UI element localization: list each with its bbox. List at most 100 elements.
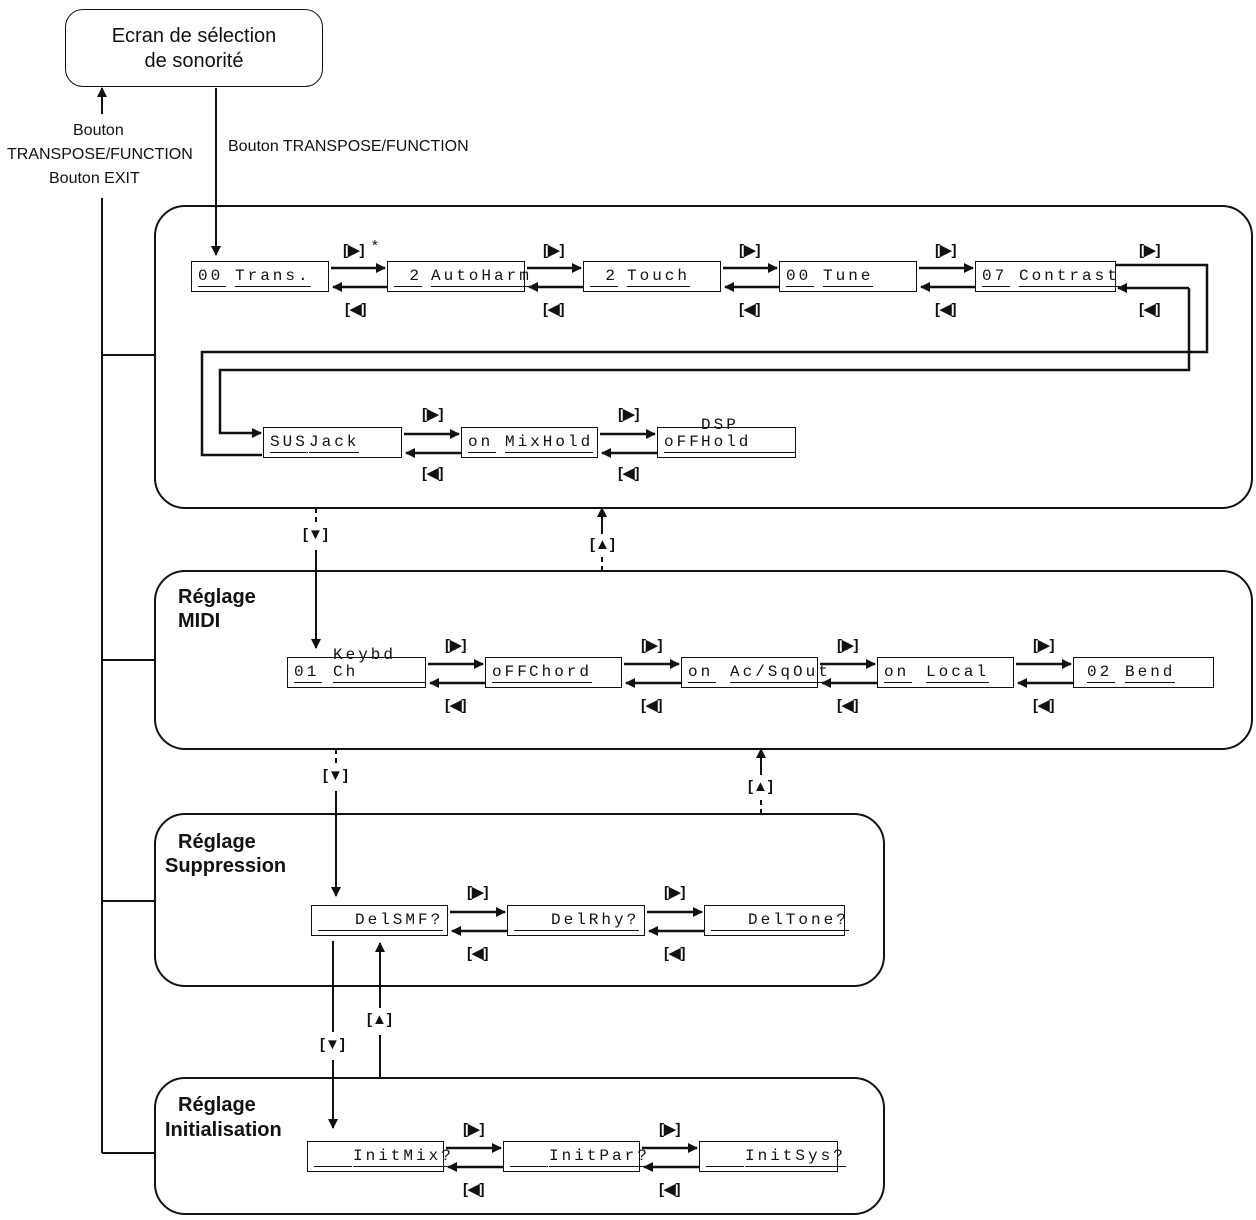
tone-selection-screen-box: Ecran de sélection de sonorité: [65, 9, 323, 87]
display-delete-smf: DelSMF?: [311, 905, 448, 936]
display-value: SUS: [270, 433, 308, 453]
display-value: [706, 1148, 744, 1167]
initialisation-title-line1: Réglage: [178, 1094, 256, 1116]
display-value: 02: [1087, 664, 1115, 683]
asterisk: *: [372, 237, 378, 254]
display-delete-tone: DelTone?: [704, 905, 849, 936]
display-value: [510, 1148, 548, 1167]
down-button-label: [▼]: [303, 526, 328, 543]
display-value: 2: [394, 268, 422, 287]
section-frame-initialisation: [154, 1077, 885, 1215]
left-label-line1: Bouton: [73, 122, 124, 139]
left-button-label: [◀]: [1033, 697, 1055, 714]
display-text: Trans.: [235, 267, 311, 287]
display-text: DelSMF?: [355, 911, 444, 931]
display-init-parameters: InitPar?: [503, 1141, 650, 1172]
top-box-line1: Ecran de sélection: [111, 25, 277, 47]
left-button-label: [◀]: [837, 697, 859, 714]
wrap-forward: [200, 263, 1209, 457]
display-mix-hold: on MixHold: [461, 427, 598, 458]
display-text: Local: [926, 663, 990, 683]
display-text: MixHold: [505, 433, 594, 453]
left-button-label: [◀]: [345, 301, 367, 318]
display-value: 00: [198, 268, 226, 287]
display-value: oFF: [492, 663, 530, 683]
up-button-label: [▲]: [748, 778, 773, 795]
display-text: InitMix?: [353, 1147, 454, 1167]
display-init-system: InitSys?: [699, 1141, 846, 1172]
left-button-label: [◀]: [463, 1181, 485, 1198]
display-text: Tune: [823, 267, 874, 287]
display-value: [514, 912, 552, 931]
display-text: Contrast: [1019, 267, 1120, 287]
left-button-label: [◀]: [641, 697, 663, 714]
display-value: on: [884, 664, 912, 683]
right-button-label: [▶]: [837, 637, 859, 654]
display-text: InitSys?: [745, 1147, 846, 1167]
right-button-label: [▶]: [659, 1121, 681, 1138]
display-value: on: [468, 434, 496, 453]
up-button-label: [▲]: [590, 536, 615, 553]
down-button-label: [▼]: [320, 1036, 345, 1053]
right-button-label: [▶]: [618, 406, 640, 423]
display-value: [314, 1148, 352, 1167]
left-button-label: [◀]: [935, 301, 957, 318]
display-value: [318, 912, 356, 931]
left-button-label: [◀]: [659, 1181, 681, 1198]
display-value: 07: [982, 268, 1010, 287]
display-keyboard-channel: 01 Keybd Ch: [287, 647, 426, 688]
right-button-label: [▶]: [445, 637, 467, 654]
display-value: 00: [786, 268, 814, 287]
down-button-label: [▼]: [323, 767, 348, 784]
display-value: 01: [294, 664, 322, 683]
left-button-label: [◀]: [445, 697, 467, 714]
left-button-label: [◀]: [739, 301, 761, 318]
left-button-label: [◀]: [543, 301, 565, 318]
left-button-label: [◀]: [1139, 301, 1161, 318]
left-button-label: [◀]: [664, 945, 686, 962]
display-text: DelRhy?: [551, 911, 640, 931]
display-text: Keybd Ch: [333, 647, 425, 683]
display-text: DelTone?: [748, 911, 849, 931]
left-button-label: [◀]: [467, 945, 489, 962]
display-value: oFF: [664, 433, 702, 453]
display-text: Bend: [1125, 663, 1176, 683]
display-value: 2: [590, 268, 618, 287]
left-label-line2: TRANSPOSE/FUNCTION: [7, 146, 193, 163]
display-touch: 2 Touch: [583, 261, 721, 292]
midi-title-line1: Réglage: [178, 586, 256, 608]
display-text: Touch: [627, 267, 691, 287]
right-button-label: [▶]: [739, 242, 761, 259]
display-transpose: 00 Trans.: [191, 261, 329, 292]
display-value: on: [688, 664, 716, 683]
display-local: on Local: [877, 657, 1014, 688]
right-button-label: [▶]: [422, 406, 444, 423]
display-tune: 00 Tune: [779, 261, 917, 292]
left-button-label: [◀]: [422, 465, 444, 482]
right-button-label: [▶]: [641, 637, 663, 654]
display-text: DSP Hold: [701, 417, 795, 453]
left-label-line3: Bouton EXIT: [49, 170, 140, 187]
initialisation-title-line2: Initialisation: [165, 1119, 282, 1141]
right-button-label: [▶]: [543, 242, 565, 259]
display-contrast: 07 Contrast: [975, 261, 1120, 292]
display-text: InitPar?: [549, 1147, 650, 1167]
right-button-label: [▶]: [343, 242, 365, 259]
top-box-line2: de sonorité: [144, 50, 244, 72]
section-frame-suppression: [154, 813, 885, 987]
up-button-label: [▲]: [367, 1011, 392, 1028]
display-text: Jack: [309, 433, 360, 453]
right-button-label: [▶]: [1033, 637, 1055, 654]
display-init-mix: InitMix?: [307, 1141, 454, 1172]
display-bend: 02 Bend: [1073, 657, 1214, 688]
right-button-label: [▶]: [664, 884, 686, 901]
transpose-function-label: Bouton TRANSPOSE/FUNCTION: [228, 138, 469, 155]
midi-title-line2: MIDI: [178, 610, 221, 632]
right-button-label: [▶]: [935, 242, 957, 259]
display-delete-rhythm: DelRhy?: [507, 905, 645, 936]
